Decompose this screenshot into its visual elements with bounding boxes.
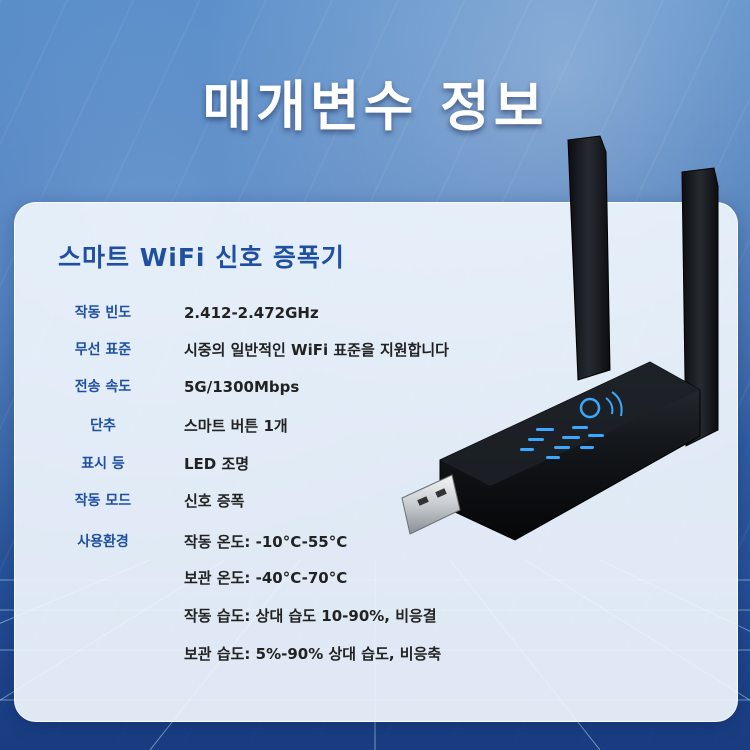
smart-button-icon (579, 397, 601, 419)
spec-label-button: 단추 (90, 418, 116, 434)
spec-value-storage-temp: 보관 온도: -40°C-70°C (184, 569, 348, 587)
spec-value-storage-humidity: 보관 습도: 5%-90% 상대 습도, 비응축 (184, 645, 442, 663)
spec-value-standard: 시중의 일반적인 WiFi 표준을 지원합니다 (184, 341, 449, 359)
spec-value-frequency: 2.412-2.472GHz (184, 304, 319, 322)
page-title: 매개변수 정보 (202, 75, 548, 138)
spec-label-indicator: 표시 등 (81, 456, 125, 472)
spec-value-operating-humidity: 작동 습도: 상대 습도 10-90%, 비응결 (184, 607, 437, 625)
spec-label-standard: 무선 표준 (74, 342, 132, 358)
spec-value-speed: 5G/1300Mbps (184, 378, 300, 396)
usb-wifi-adapter-icon (401, 135, 719, 541)
spec-value-mode: 신호 증폭 (184, 492, 245, 510)
product-title: 스마트 WiFi 신호 증폭기 (58, 243, 345, 272)
spec-value-indicator: LED 조명 (184, 455, 250, 473)
led-light-icon (520, 426, 604, 459)
spec-label-environment: 사용환경 (77, 534, 129, 550)
spec-label-frequency: 작동 빈도 (74, 305, 132, 321)
spec-label-speed: 전송 속도 (74, 379, 132, 395)
spec-label-mode: 작동 모드 (74, 493, 132, 509)
spec-value-button: 스마트 버튼 1개 (184, 417, 288, 435)
spec-value-operating-temp: 작동 온도: -10°C-55°C (184, 533, 348, 551)
